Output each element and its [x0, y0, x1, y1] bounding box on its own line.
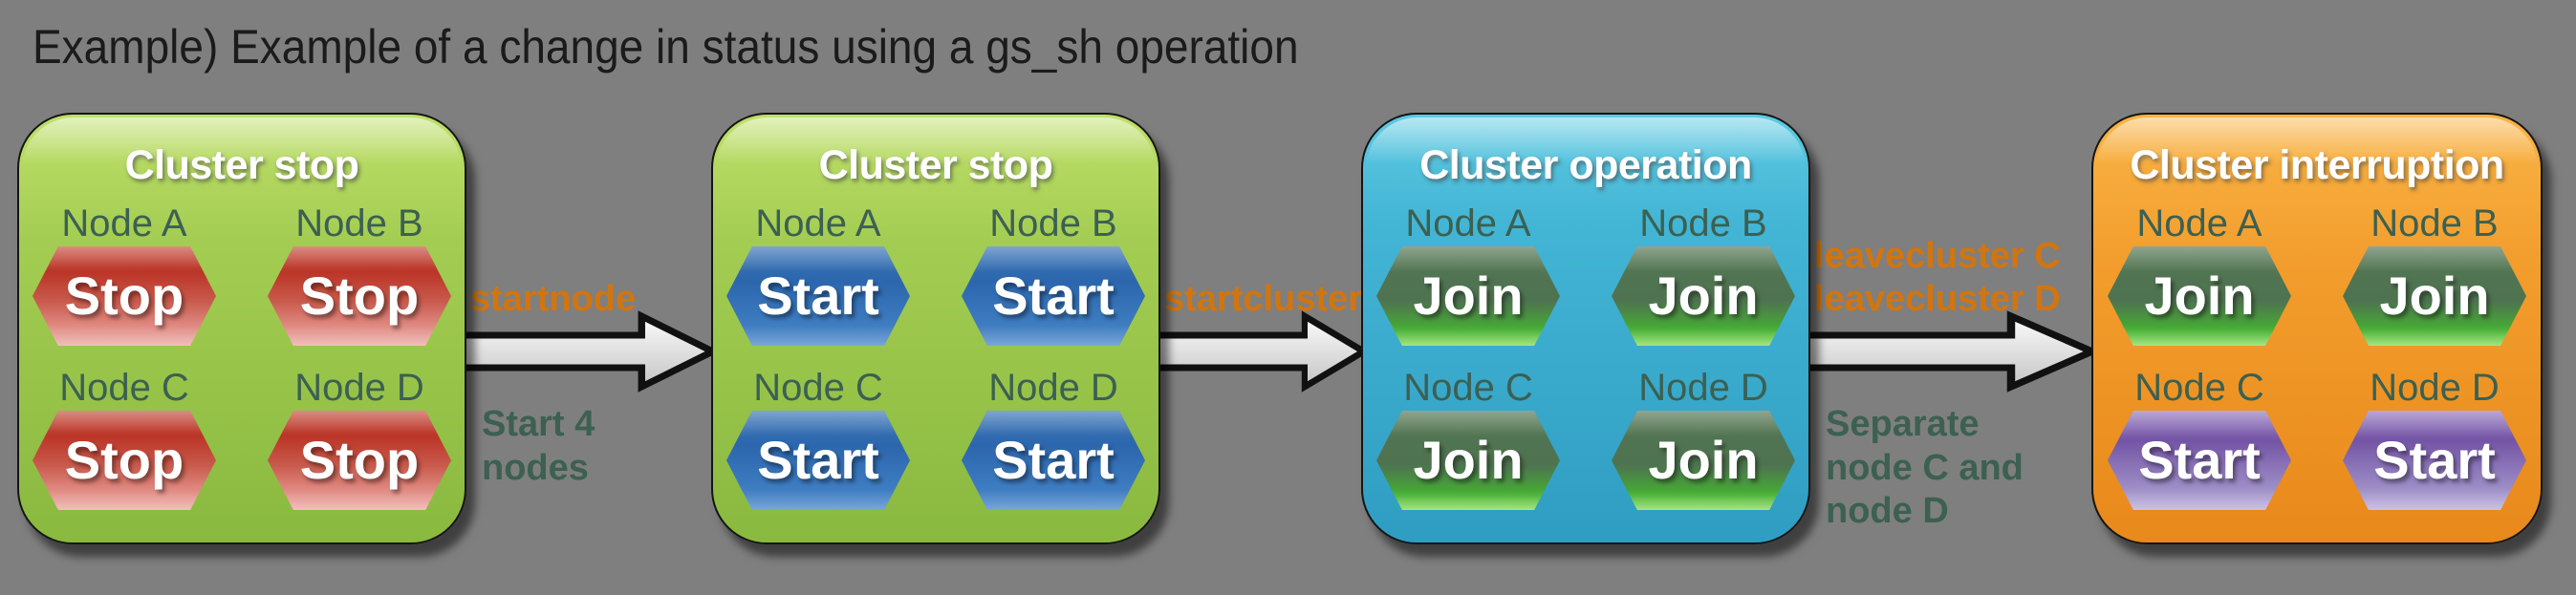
- node-cell: Node A Join: [1376, 201, 1560, 346]
- node-label: Node C: [59, 367, 189, 409]
- stage-cluster-stop-2: Cluster stop Node A Start Node B Start N…: [711, 113, 1160, 544]
- node-cell: Node B Stop: [268, 201, 451, 346]
- transition-description-label: Start 4 nodes: [482, 404, 595, 488]
- node-state-hexagon: Join: [2108, 246, 2291, 346]
- right-arrow-icon: [1153, 310, 1369, 393]
- nodes-grid: Node A Stop Node B Stop Node C Stop Node…: [32, 201, 451, 510]
- right-arrow-icon: [1803, 310, 2099, 393]
- node-label: Node D: [2370, 367, 2500, 409]
- node-state-hexagon: Join: [2343, 246, 2526, 346]
- transition-command-label: startnode: [470, 279, 637, 320]
- node-state-hexagon: Join: [1376, 411, 1560, 510]
- stage-title: Cluster interruption: [2130, 142, 2504, 188]
- right-arrow-icon: [459, 310, 719, 393]
- node-state-text: Stop: [299, 430, 420, 490]
- node-state-text: Start: [992, 430, 1115, 490]
- node-state-hexagon: Stop: [268, 411, 451, 510]
- transition-description-label: Separate node C and node D: [1826, 404, 2024, 532]
- node-state-text: Join: [2144, 266, 2255, 326]
- node-state-text: Join: [1648, 430, 1759, 490]
- node-label: Node B: [2370, 202, 2499, 244]
- node-cell: Node D Join: [1612, 365, 1795, 510]
- node-label: Node C: [2134, 367, 2264, 409]
- node-state-text: Start: [2373, 430, 2496, 490]
- node-label: Node D: [294, 367, 424, 409]
- stage-title: Cluster operation: [1419, 142, 1752, 188]
- stage-cluster-interruption: Cluster interruption Node A Join Node B …: [2091, 113, 2543, 544]
- node-state-hexagon: Start: [726, 411, 910, 510]
- node-state-hexagon: Stop: [268, 246, 451, 346]
- node-cell: Node B Join: [1612, 201, 1795, 346]
- node-state-hexagon: Join: [1376, 246, 1560, 346]
- node-state-text: Stop: [64, 430, 184, 490]
- stage-title: Cluster stop: [124, 142, 359, 188]
- node-cell: Node C Join: [1376, 365, 1560, 510]
- node-state-text: Start: [2138, 430, 2261, 490]
- node-cell: Node D Start: [962, 365, 1145, 510]
- transition-startcluster: startcluster: [1153, 113, 1369, 544]
- page-title: Example) Example of a change in status u…: [32, 20, 1299, 74]
- nodes-grid: Node A Join Node B Join Node C Join Node…: [1376, 201, 1795, 510]
- node-label: Node C: [753, 367, 883, 409]
- node-state-hexagon: Join: [1612, 246, 1795, 346]
- node-label: Node D: [988, 367, 1118, 409]
- node-cell: Node A Stop: [32, 201, 216, 346]
- node-state-hexagon: Start: [962, 411, 1145, 510]
- node-state-text: Start: [992, 266, 1115, 326]
- stage-title: Cluster stop: [818, 142, 1053, 188]
- node-cell: Node B Start: [962, 201, 1145, 346]
- node-state-hexagon: Start: [726, 246, 910, 346]
- node-cell: Node D Start: [2343, 365, 2526, 510]
- node-state-text: Join: [2379, 266, 2490, 326]
- node-state-text: Stop: [64, 266, 184, 326]
- node-state-text: Stop: [299, 266, 420, 326]
- node-label: Node A: [755, 202, 881, 244]
- transition-command-label: leavecluster C leavecluster D: [1814, 236, 2061, 320]
- stage-cluster-stop-1: Cluster stop Node A Stop Node B Stop Nod…: [17, 113, 466, 544]
- transition-startnode: startnode Start 4 nodes: [459, 113, 719, 544]
- node-label: Node D: [1638, 367, 1768, 409]
- transition-leavecluster: leavecluster C leavecluster D Separate n…: [1803, 113, 2099, 544]
- node-label: Node B: [295, 202, 423, 244]
- node-cell: Node C Stop: [32, 365, 216, 510]
- node-state-text: Join: [1413, 266, 1524, 326]
- node-cell: Node D Stop: [268, 365, 451, 510]
- nodes-grid: Node A Start Node B Start Node C Start N…: [726, 201, 1145, 510]
- node-state-text: Join: [1413, 430, 1524, 490]
- nodes-grid: Node A Join Node B Join Node C Start Nod…: [2108, 201, 2526, 510]
- node-cell: Node C Start: [726, 365, 910, 510]
- node-label: Node B: [1639, 202, 1767, 244]
- node-state-hexagon: Join: [1612, 411, 1795, 510]
- stage-cluster-operation: Cluster operation Node A Join Node B Joi…: [1361, 113, 1810, 544]
- node-label: Node A: [61, 202, 187, 244]
- transition-command-label: startcluster: [1164, 279, 1362, 320]
- node-state-text: Start: [757, 266, 879, 326]
- node-cell: Node A Join: [2108, 201, 2291, 346]
- node-state-hexagon: Stop: [32, 411, 216, 510]
- node-state-hexagon: Start: [2343, 411, 2526, 510]
- node-state-hexagon: Stop: [32, 246, 216, 346]
- node-cell: Node B Join: [2343, 201, 2526, 346]
- node-label: Node B: [989, 202, 1117, 244]
- node-state-hexagon: Start: [2108, 411, 2291, 510]
- node-cell: Node C Start: [2108, 365, 2291, 510]
- node-label: Node A: [1405, 202, 1531, 244]
- node-state-hexagon: Start: [962, 246, 1145, 346]
- node-state-text: Start: [757, 430, 879, 490]
- node-label: Node A: [2136, 202, 2262, 244]
- node-label: Node C: [1403, 367, 1533, 409]
- node-cell: Node A Start: [726, 201, 910, 346]
- node-state-text: Join: [1648, 266, 1759, 326]
